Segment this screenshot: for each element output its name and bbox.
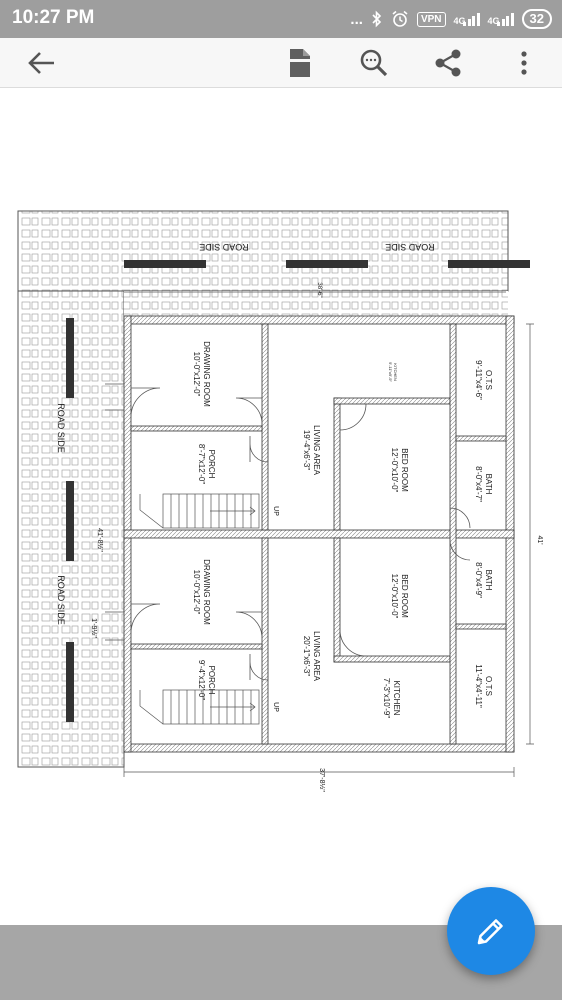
document-button[interactable] (276, 38, 324, 88)
overflow-dots: ... (350, 10, 363, 28)
unit-b-bath-size: 8'-0"x4'-9" (474, 562, 483, 598)
network-type-label: 4G (453, 16, 466, 26)
staircase (139, 493, 260, 725)
dimension-left-small: 1'-9½" (90, 618, 98, 638)
edit-pencil-icon (477, 919, 503, 945)
dimension-left: 41'-8½" (96, 528, 104, 552)
road-side-label-left-1: ROAD SIDE (56, 403, 66, 453)
dimension-right: 41' (536, 535, 543, 544)
viewer-toolbar (0, 38, 562, 88)
unit-b-kitchen-size: 7'-3"x10'-9" (382, 678, 391, 718)
dimension-top: 38'-6" (316, 282, 322, 297)
document-icon (290, 49, 310, 77)
doors (105, 383, 471, 681)
more-options-button[interactable] (500, 38, 548, 88)
unit-b-drawing-room-size: 10'-0"x12'-0" (192, 570, 201, 615)
unit-a-ots-size: 9'-11"x4'-6" (474, 360, 483, 400)
unit-b-bed-room: BED ROOM (400, 574, 409, 618)
zoom-button[interactable] (350, 38, 398, 88)
unit-a-kitchen: KITCHEN (393, 363, 398, 381)
unit-a-labels: DRAWING ROOM 10'-0"x12'-0" PORCH 8'-7"x1… (192, 341, 493, 516)
share-icon (435, 49, 461, 77)
unit-a-bath: BATH (484, 474, 493, 495)
document-viewer[interactable]: ROAD SIDE ROAD SIDE ROAD SIDE ROAD SIDE … (0, 89, 562, 925)
road-side-label-left-2: ROAD SIDE (56, 575, 66, 625)
unit-a-porch: PORCH (207, 450, 216, 479)
road-side-label-top-1: ROAD SIDE (199, 242, 249, 252)
unit-b-drawing-room: DRAWING ROOM (202, 559, 211, 625)
unit-a-bed-room: BED ROOM (400, 448, 409, 492)
back-arrow-icon (28, 52, 54, 74)
unit-b-living-area-size: 20'-1"x6'-3" (302, 636, 311, 676)
bluetooth-icon (372, 10, 382, 28)
battery-icon: 32 (521, 9, 552, 29)
unit-a-drawing-room-size: 10'-0"x12'-0" (192, 352, 201, 397)
unit-b-kitchen: KITCHEN (392, 680, 401, 715)
unit-b-bed-room-size: 12'-0"x10'-0" (390, 574, 399, 619)
status-bar: 10:27 PM ... VPN 4G 4G 32 (0, 0, 562, 38)
vpn-icon: VPN (416, 11, 446, 27)
unit-a-kitchen-size: 9'-11"x9'-9" (388, 362, 393, 382)
more-vert-icon (521, 51, 527, 75)
unit-a-bed-room-size: 12'-0"x10'-0" (390, 448, 399, 493)
status-time: 10:27 PM (12, 7, 95, 28)
unit-a-bath-size: 8'-0"x4'-7" (474, 466, 483, 502)
unit-b-ots-size: 11'-4"x4'-11" (474, 664, 483, 708)
signal-icon-2: 4G (488, 12, 514, 26)
dimension-bottom: 37'-8½" (318, 768, 326, 792)
road-markings (66, 260, 530, 722)
unit-a-porch-size: 8'-7"x12'-0" (197, 444, 206, 484)
zoom-icon (360, 49, 388, 77)
unit-b-porch-size: 9'-4"x12'-0" (197, 660, 206, 700)
back-button[interactable] (18, 38, 66, 88)
network-type-label-2: 4G (487, 16, 500, 26)
unit-a-living-area-size: 19'-4"x6'-3" (302, 430, 311, 470)
road-side-label-top-2: ROAD SIDE (385, 242, 435, 252)
unit-b-living-area: LIVING AREA (312, 631, 321, 681)
unit-a-drawing-room: DRAWING ROOM (202, 341, 211, 407)
unit-b-up: UP (272, 702, 279, 712)
unit-b-porch: PORCH (207, 666, 216, 695)
status-icons: ... VPN 4G 4G 32 (350, 6, 552, 32)
unit-a-up: UP (272, 506, 279, 516)
signal-icon: 4G (454, 12, 480, 26)
unit-b-bath: BATH (484, 570, 493, 591)
share-button[interactable] (424, 38, 472, 88)
floor-plan-drawing: ROAD SIDE ROAD SIDE ROAD SIDE ROAD SIDE … (17, 210, 543, 792)
unit-a-living-area: LIVING AREA (312, 425, 321, 475)
alarm-icon (392, 10, 408, 27)
unit-a-ots: O.T.S (484, 370, 493, 390)
edit-button[interactable] (447, 887, 535, 975)
unit-b-labels: DRAWING ROOM 10'-0"x12'-0" PORCH 9'-4"x1… (192, 559, 493, 718)
building-walls (123, 315, 515, 753)
unit-b-ots: O.T.S (484, 676, 493, 696)
dimension-lines (123, 291, 534, 777)
